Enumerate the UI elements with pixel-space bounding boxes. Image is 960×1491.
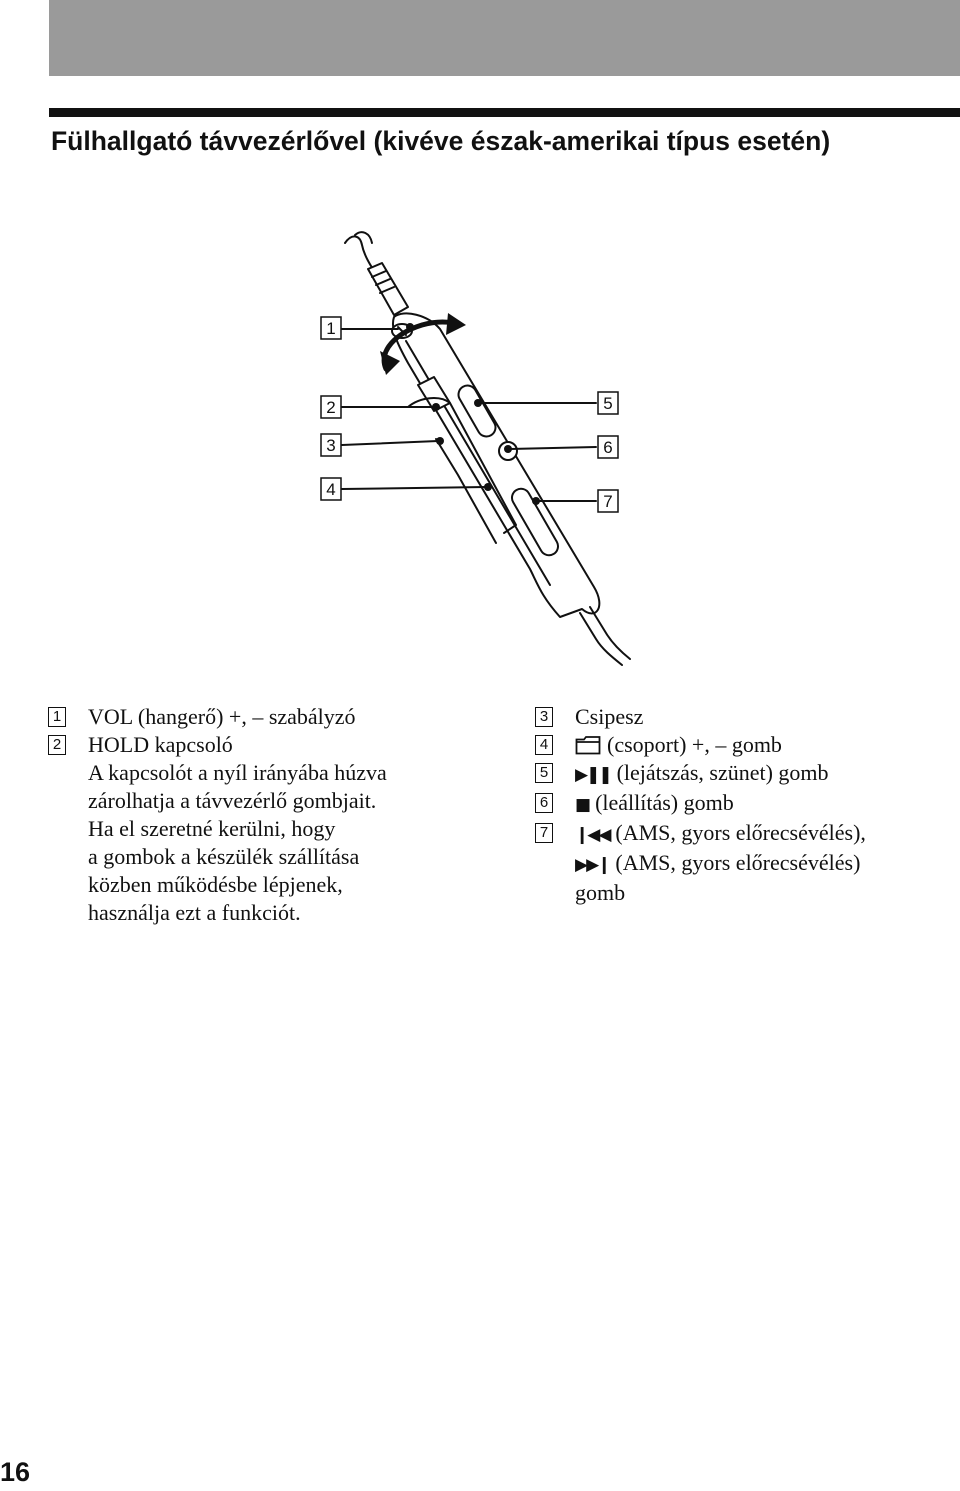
item-text: közben működésbe lépjenek, [88,872,343,897]
item-text: Csipesz [575,704,644,729]
item-number-badge: 7 [535,823,553,843]
callout-4: 4 [326,480,335,499]
legend-item-2: 2 HOLD kapcsoló A kapcsolót a nyíl irány… [48,731,468,927]
item-text: (AMS, gyors előrecsévélés) [615,850,861,875]
item-text: gomb [575,880,626,905]
item-text: (lejátszás, szünet) gomb [616,760,829,785]
legend-item-6: 6 ■(leállítás) gomb [535,789,955,819]
item-number-badge: 3 [535,707,553,727]
callout-5: 5 [603,394,612,413]
legend-item-5: 5 ▶❚❚(lejátszás, szünet) gomb [535,759,955,789]
item-number-badge: 2 [48,735,66,755]
previous-icon: ❙◀◀ [575,825,611,845]
title-rule [49,108,960,117]
item-number-badge: 4 [535,735,553,755]
item-text: Ha el szeretné kerülni, hogy [88,816,336,841]
item-text: a gombok a készülék szállítása [88,844,360,869]
item-text: VOL (hangerő) +, – szabályzó [88,704,356,729]
legend-column-left: 1 VOL (hangerő) +, – szabályzó 2 HOLD ka… [48,703,468,927]
item-text: használja ezt a funkciót. [88,900,301,925]
callout-6: 6 [603,438,612,457]
legend-column-right: 3 Csipesz 4 (csoport) +, – gomb 5 ▶❚❚(le… [535,703,955,907]
remote-control-diagram: 1 2 3 4 5 6 7 [320,231,631,666]
item-text: (AMS, gyors előrecsévélés), [615,820,866,845]
item-number-badge: 1 [48,707,66,727]
item-text: A kapcsolót a nyíl irányába húzva [88,760,387,785]
legend-item-3: 3 Csipesz [535,703,955,731]
header-bar [49,0,960,76]
item-text: HOLD kapcsoló [88,732,233,757]
next-icon: ▶▶❙ [575,855,611,875]
legend-item-1: 1 VOL (hangerő) +, – szabályzó [48,703,468,731]
callout-7: 7 [603,492,612,511]
stop-icon: ■ [575,795,591,815]
legend-item-4: 4 (csoport) +, – gomb [535,731,955,759]
item-text: (csoport) +, – gomb [607,732,782,757]
page-number: 16 [0,1457,31,1487]
legend-item-7: 7 ❙◀◀(AMS, gyors előrecsévélés), ▶▶❙(AMS… [535,819,955,907]
callout-1: 1 [326,319,335,338]
play-pause-icon: ▶❚❚ [575,765,613,785]
item-number-badge: 6 [535,793,553,813]
page-title: Fülhallgató távvezérlővel (kivéve észak-… [51,126,831,156]
item-number-badge: 5 [535,763,553,783]
item-text: zárolhatja a távvezérlő gombjait. [88,788,377,813]
callout-2: 2 [326,398,335,417]
callout-3: 3 [326,436,335,455]
item-text: (leállítás) gomb [595,790,734,815]
folder-icon [575,736,601,755]
